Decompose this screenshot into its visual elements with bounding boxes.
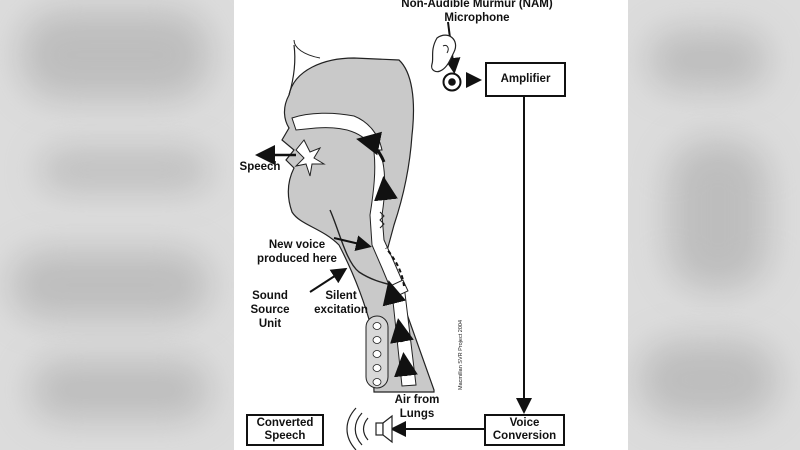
converted-speech-box: Converted Speech xyxy=(246,414,324,446)
microphone-icon xyxy=(442,72,462,92)
blurred-background-right xyxy=(628,0,800,450)
vocal-tract-illustration xyxy=(255,21,532,450)
ear-icon xyxy=(431,34,457,73)
blurred-background-left xyxy=(0,0,234,450)
sound-source-unit-label: Sound Source Unit xyxy=(250,290,290,330)
speech-label: Speech xyxy=(239,161,281,173)
speaker-icon xyxy=(346,407,393,450)
new-voice-label: New voice produced here xyxy=(257,239,337,265)
air-from-lungs-label: Air from Lungs xyxy=(394,394,440,420)
amplifier-box: Amplifier xyxy=(485,62,566,97)
nam-microphone-label: Non-Audible Murmur (NAM) Microphone xyxy=(401,0,553,24)
nam-diagram: Non-Audible Murmur (NAM) Microphone Spee… xyxy=(234,0,628,450)
credit-text: Macmillan SVR Project 2004 xyxy=(458,319,464,390)
silent-excitation-label: Silent excitation xyxy=(314,290,368,316)
voice-conversion-box: Voice Conversion xyxy=(484,414,565,446)
